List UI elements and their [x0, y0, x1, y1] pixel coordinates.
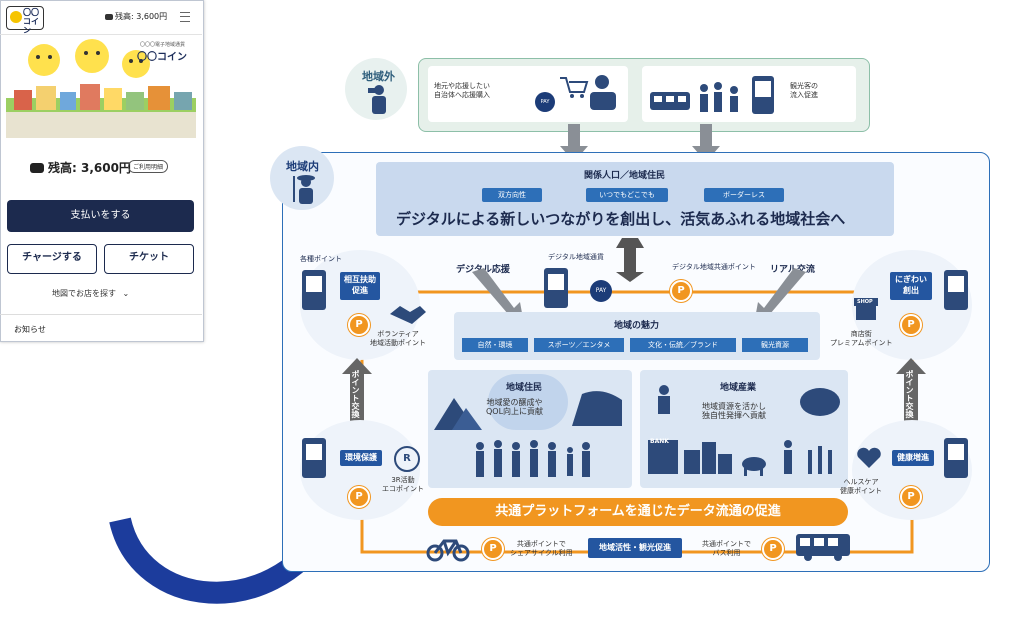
smartphone-qr-icon — [302, 270, 326, 310]
smartphone-qr-icon — [944, 270, 968, 310]
bustle-node: にぎわい 創出 — [890, 272, 932, 300]
pay-button[interactable]: 支払いをする — [7, 200, 194, 232]
map-search-link[interactable]: 地図でお店を探す ⌄ — [52, 288, 129, 299]
point-icon: P — [900, 314, 922, 336]
digital-common-point-label: デジタル地域共通ポイント — [672, 263, 756, 271]
point-exchange-left — [342, 358, 372, 448]
usage-history-button[interactable]: ご利用明細 — [128, 160, 169, 173]
person-camera-icon — [368, 85, 386, 114]
notice-section[interactable]: お知らせ — [0, 314, 202, 341]
notice-label: お知らせ — [14, 325, 46, 334]
attractions-panel — [454, 312, 820, 360]
industry-text: 地域資源を活かし 独自性発揮へ貢献 — [702, 402, 766, 420]
mutual-aid-node: 相互扶助 促進 — [340, 272, 380, 300]
bus-icon — [796, 534, 850, 561]
industry-illustration — [648, 385, 840, 476]
pay-icon: PAY — [590, 280, 612, 302]
bicycle-icon — [426, 539, 470, 562]
hero-title: 〇〇コイン — [137, 52, 187, 63]
platform-banner: 共通プラットフォームを通じたデータ流通の促進 — [428, 498, 848, 526]
attraction-sports: スポーツ／エンタメ — [534, 338, 624, 352]
attractions-title: 地域の魅力 — [614, 321, 660, 331]
heart-pulse-icon — [857, 447, 881, 468]
shopping-points-label: 商店街 プレミアムポイント — [830, 330, 893, 347]
shopping-person-icon — [560, 75, 616, 110]
pill-anytime-anywhere: いつでもどこでも — [586, 188, 668, 202]
farmer-icon — [293, 175, 315, 204]
health-node: 健康増進 — [892, 450, 934, 466]
balance-text: 残高: 3,600円 — [48, 161, 131, 175]
point-exchange-label-right: ポイント交換 — [905, 370, 914, 418]
balance-display: 残高: 3,600円 — [30, 159, 131, 176]
various-points-label: 各種ポイント — [300, 255, 342, 263]
attraction-tourism: 観光資源 — [742, 338, 808, 352]
recycle-icon: R — [394, 446, 420, 472]
environment-node: 環境保護 — [340, 450, 382, 466]
point-icon: P — [348, 314, 370, 336]
tourist-inflow-text: 観光客の 流入促進 — [790, 82, 818, 99]
hero-illustration — [6, 39, 196, 138]
digital-currency-label: デジタル地域通貨 — [548, 253, 604, 261]
pay-icon: PAY — [535, 92, 555, 112]
menu-icon[interactable] — [180, 12, 190, 22]
wallet-icon — [30, 163, 44, 173]
phone-screen: 〇〇 コイン 残高: 3,600円 〇〇〇電子地域通貨 〇〇コイン 残高: 3,… — [0, 0, 204, 342]
smartphone-qr-icon — [544, 268, 568, 308]
point-exchange-right — [896, 358, 926, 448]
support-arrows — [472, 268, 806, 324]
point-icon: P — [482, 538, 504, 560]
volunteer-points-label: ボランティア 地域活動ポイント — [370, 330, 426, 347]
pill-bidirectional: 双方向性 — [482, 188, 542, 202]
point-icon: P — [900, 486, 922, 508]
ticket-button[interactable]: チケット — [104, 244, 194, 274]
shop-icon — [854, 298, 878, 320]
attraction-culture: 文化・伝統／ブランド — [630, 338, 736, 352]
charge-button[interactable]: チャージする — [7, 244, 97, 274]
point-icon: P — [670, 280, 692, 302]
handshake-icon — [390, 306, 426, 324]
real-exchange-label: リアル交流 — [770, 265, 815, 275]
attraction-nature: 自然・環境 — [462, 338, 528, 352]
headline: デジタルによる新しいつながりを創出し、活気あふれる地域社会へ — [396, 210, 846, 228]
pill-borderless: ボーダーレス — [704, 188, 784, 202]
coin-icon — [10, 11, 22, 23]
cycle-text: 共通ポイントで シェアサイクル利用 — [510, 540, 573, 557]
header-balance-text: 残高: 3,600円 — [115, 12, 168, 21]
point-icon: P — [348, 486, 370, 508]
app-header: 〇〇 コイン 残高: 3,600円 — [0, 0, 202, 35]
logo-text: 〇〇 コイン — [23, 8, 39, 35]
hero-subtitle: 〇〇〇電子地域通貨 — [140, 42, 186, 48]
shop-label: SHOP — [857, 299, 873, 305]
residents-title: 地域住民 — [506, 383, 543, 393]
smartphone-qr-icon — [944, 438, 968, 478]
health-points-label: ヘルスケア 健康ポイント — [840, 478, 882, 495]
smartphone-qr-icon — [302, 438, 326, 478]
eco-points-label: 3R活動 エコポイント — [382, 476, 424, 493]
app-logo: 〇〇 コイン — [6, 6, 44, 35]
train-tourists-icon — [650, 76, 774, 114]
point-icon: P — [762, 538, 784, 560]
wallet-icon — [105, 14, 113, 20]
residents-illustration — [434, 391, 622, 477]
bus-text: 共通ポイントで バス利用 — [702, 540, 751, 557]
chevron-down-icon: ⌄ — [122, 289, 130, 298]
inside-label: 地域内 — [286, 160, 319, 173]
support-purchase-text: 地元や応援したい 自治体へ応援購入 — [434, 82, 490, 99]
tourism-node: 地域活性・観光促進 — [588, 538, 682, 558]
residents-text: 地域愛の醸成や QOL向上に貢献 — [486, 398, 544, 416]
outside-label: 地域外 — [362, 70, 395, 83]
map-search-text: 地図でお店を探す — [52, 289, 116, 298]
heart-shape — [488, 374, 568, 430]
industry-title: 地域産業 — [720, 383, 757, 393]
point-exchange-label-left: ポイント交換 — [351, 370, 360, 418]
bank-label: BANK — [650, 438, 669, 445]
header-balance: 残高: 3,600円 — [105, 11, 167, 22]
relationship-title: 関係人口／地域住民 — [584, 171, 666, 181]
